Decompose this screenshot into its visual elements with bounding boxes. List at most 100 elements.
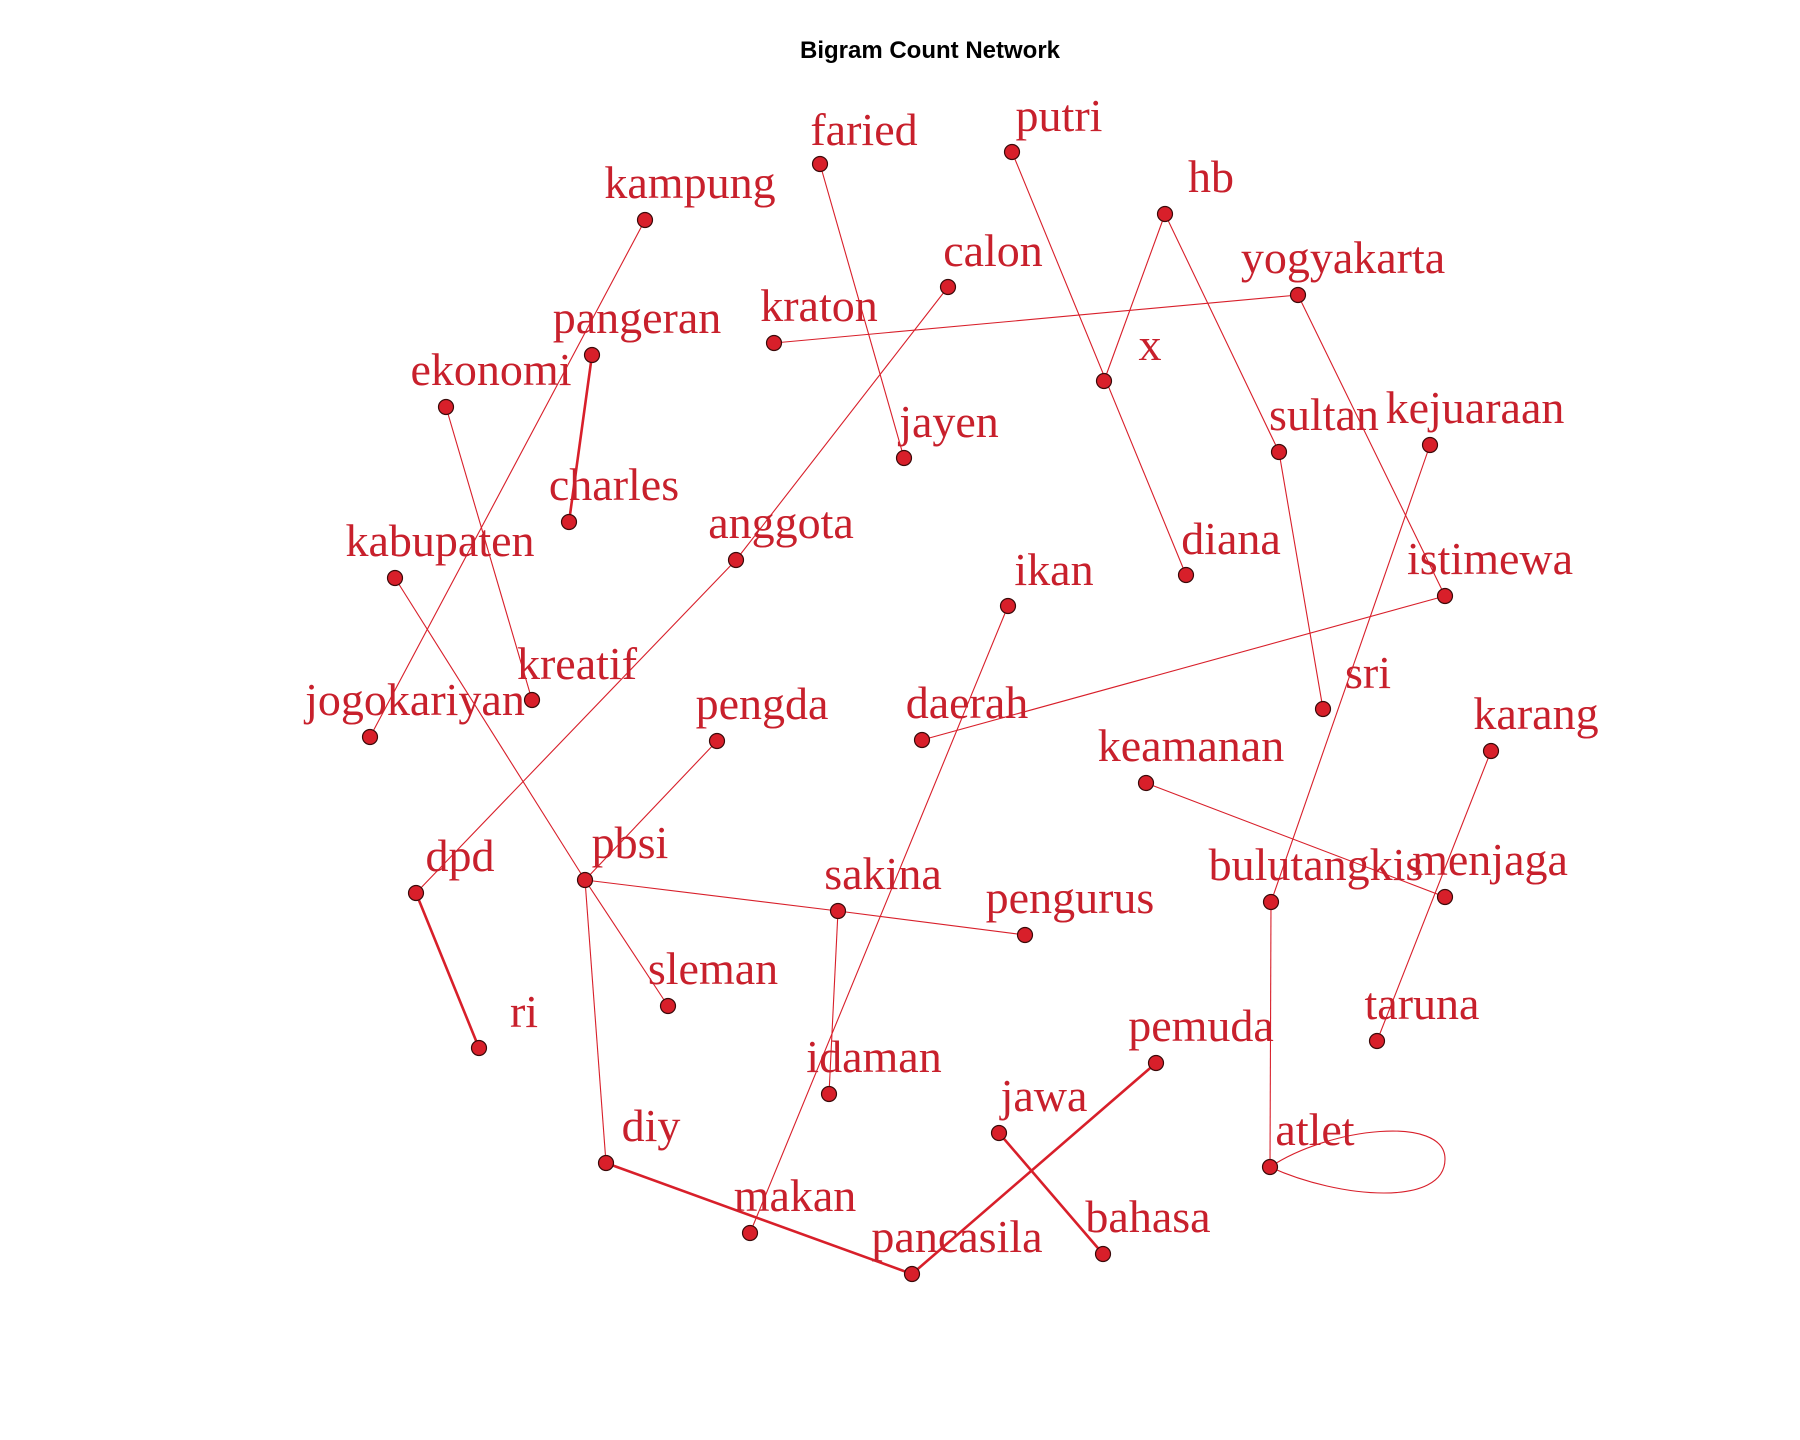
edge-ikan-makan	[749, 605, 1009, 1234]
node-yogyakarta	[1289, 286, 1307, 304]
edge-bulutangkis-atlet	[1269, 901, 1272, 1168]
node-calon	[939, 278, 957, 296]
node-label-keamanan: keamanan	[1098, 720, 1284, 771]
node-label-ikan: ikan	[1014, 544, 1093, 595]
nodes-layer	[361, 143, 1500, 1283]
node-dpd	[407, 884, 425, 902]
node-makan	[741, 1224, 759, 1242]
node-label-kejuaraan: kejuaraan	[1386, 382, 1565, 433]
edge-hb-x	[1103, 213, 1166, 382]
node-kejuaraan	[1421, 436, 1439, 454]
edge-ekonomi-kreatif	[445, 406, 533, 701]
node-label-istimewa: istimewa	[1407, 533, 1573, 584]
edge-atlet-atlet	[1269, 1130, 1446, 1194]
node-label-kabupaten: kabupaten	[345, 515, 534, 566]
node-pengurus	[1016, 926, 1034, 944]
node-taruna	[1368, 1032, 1386, 1050]
node-karang	[1482, 742, 1500, 760]
node-label-pangeran: pangeran	[553, 292, 722, 343]
node-faried	[811, 155, 829, 173]
node-ri	[470, 1039, 488, 1057]
edge-yogyakarta-istimewa	[1297, 294, 1446, 597]
edge-keamanan-menjaga	[1145, 782, 1446, 898]
node-label-sri: sri	[1345, 647, 1391, 698]
node-bulutangkis	[1262, 893, 1280, 911]
node-label-daerah: daerah	[906, 677, 1029, 728]
node-sakina	[829, 902, 847, 920]
edge-pancasila-pemuda	[911, 1062, 1157, 1275]
node-label-sultan: sultan	[1269, 389, 1379, 440]
node-label-sakina: sakina	[824, 848, 942, 899]
node-label-taruna: taruna	[1365, 978, 1480, 1029]
node-label-putri: putri	[1016, 90, 1103, 141]
node-sleman	[659, 997, 677, 1015]
node-pbsi	[576, 871, 594, 889]
node-label-anggota: anggota	[708, 497, 854, 548]
node-jayen	[895, 449, 913, 467]
node-daerah	[913, 731, 931, 749]
edge-pbsi-sakina	[584, 879, 839, 912]
node-label-pbsi: pbsi	[592, 817, 669, 868]
node-label-menjaga: menjaga	[1412, 834, 1568, 885]
node-label-jayen: jayen	[897, 396, 999, 447]
node-label-kraton: kraton	[760, 280, 878, 331]
node-idaman	[820, 1085, 838, 1103]
node-menjaga	[1436, 888, 1454, 906]
edge-kampung-jogokariyan	[369, 219, 646, 738]
node-label-pengurus: pengurus	[986, 872, 1155, 923]
node-label-diy: diy	[622, 1100, 681, 1151]
node-label-kreatif: kreatif	[517, 638, 638, 689]
edge-karang-taruna	[1376, 750, 1492, 1042]
node-label-bulutangkis: bulutangkis	[1209, 839, 1424, 890]
node-label-yogyakarta: yogyakarta	[1241, 232, 1445, 283]
edge-dpd-ri	[414, 892, 481, 1049]
node-pemuda	[1147, 1054, 1165, 1072]
node-charles	[560, 513, 578, 531]
graph-title: Bigram Count Network	[800, 37, 1061, 64]
node-keamanan	[1137, 774, 1155, 792]
node-kraton	[765, 334, 783, 352]
node-label-jawa: jawa	[999, 1070, 1088, 1121]
node-kampung	[636, 211, 654, 229]
node-label-ekonomi: ekonomi	[411, 344, 572, 395]
node-label-pancasila: pancasila	[871, 1211, 1042, 1262]
node-label-idaman: idaman	[806, 1031, 941, 1082]
node-label-charles: charles	[549, 459, 679, 510]
node-label-karang: karang	[1473, 688, 1598, 739]
edge-istimewa-daerah	[921, 595, 1446, 741]
edge-calon-anggota	[735, 286, 949, 561]
edge-pengda-pbsi	[584, 740, 718, 881]
node-istimewa	[1436, 587, 1454, 605]
edge-jawa-bahasa	[998, 1132, 1104, 1255]
edge-sakina-pengurus	[837, 910, 1026, 936]
node-label-hb: hb	[1188, 151, 1234, 202]
node-label-calon: calon	[943, 225, 1043, 276]
edge-diy-pancasila	[605, 1161, 913, 1276]
node-label-x: x	[1139, 319, 1162, 370]
node-atlet	[1261, 1158, 1279, 1176]
node-ekonomi	[437, 398, 455, 416]
edge-kabupaten-pbsi	[394, 577, 586, 881]
node-bahasa	[1094, 1245, 1112, 1263]
node-label-kampung: kampung	[604, 157, 775, 208]
node-label-pemuda: pemuda	[1128, 1000, 1274, 1051]
node-x	[1095, 372, 1113, 390]
node-label-sleman: sleman	[648, 943, 778, 994]
node-label-diana: diana	[1181, 513, 1281, 564]
edge-kejuaraan-bulutangkis	[1270, 444, 1431, 903]
edge-pbsi-sleman	[584, 879, 669, 1007]
node-label-ri: ri	[510, 986, 538, 1037]
edge-sakina-idaman	[828, 910, 839, 1095]
node-putri	[1003, 143, 1021, 161]
node-pangeran	[583, 346, 601, 364]
node-label-dpd: dpd	[426, 830, 495, 881]
edge-pangeran-charles	[567, 354, 594, 523]
edge-pbsi-diy	[584, 879, 607, 1164]
node-label-makan: makan	[734, 1170, 857, 1221]
edges-layer	[369, 151, 1492, 1276]
node-sri	[1314, 700, 1332, 718]
node-sultan	[1270, 443, 1288, 461]
edge-anggota-dpd	[415, 559, 737, 894]
